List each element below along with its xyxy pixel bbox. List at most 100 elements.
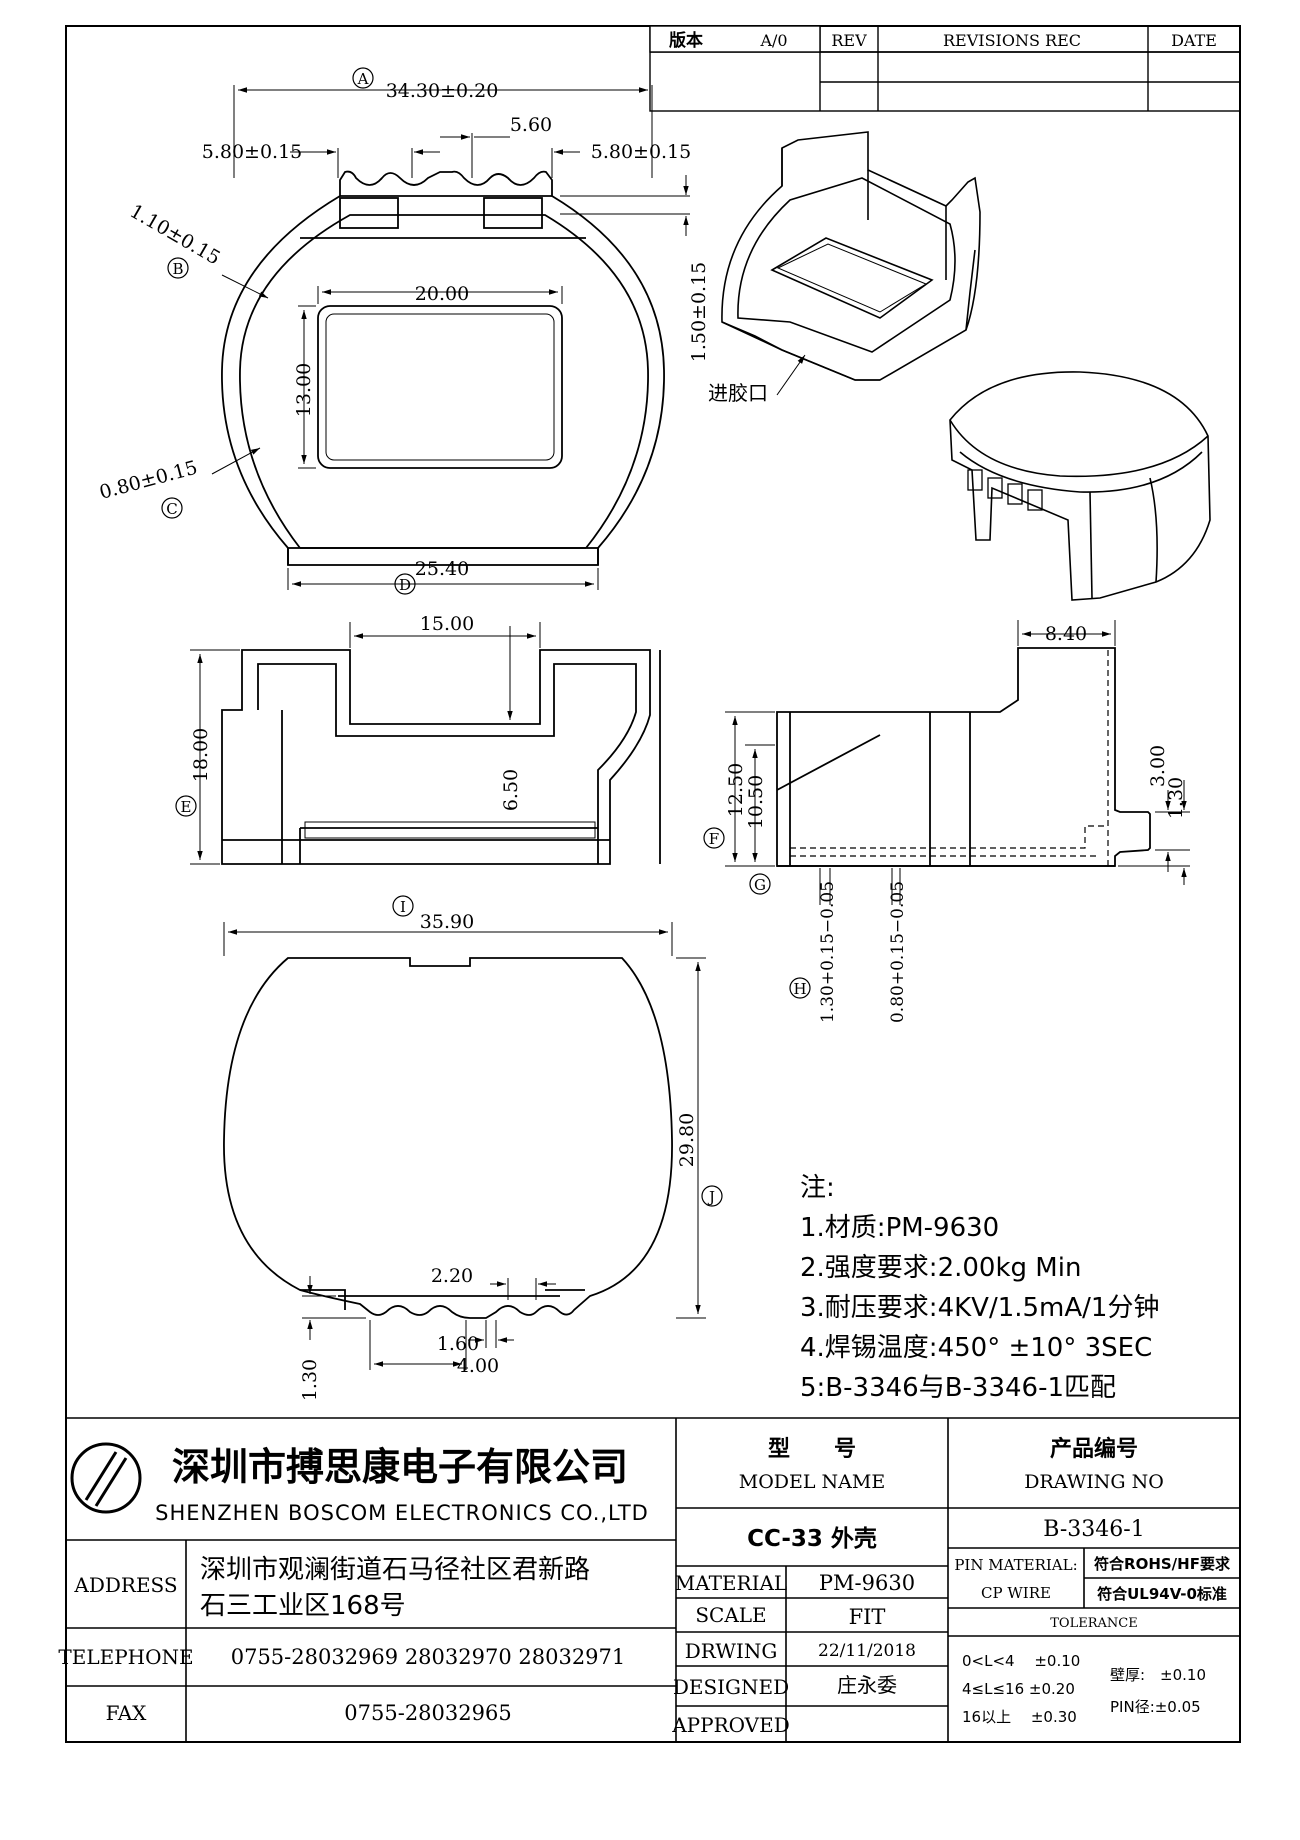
callout-circle-a — [352, 67, 374, 89]
rohs-compliance: 符合ROHS/HF要求 — [1094, 1555, 1231, 1573]
dim-a-left: 5.80±0.15 — [202, 141, 303, 163]
dim-side-10: 10.50 — [745, 775, 767, 829]
company-name-cn: 深圳市搏思康电子有限公司 — [172, 1445, 628, 1489]
company-name-en: SHENZHEN BOSCOM ELECTRONICS CO.,LTD — [155, 1501, 649, 1525]
callout-a-letter: A — [357, 70, 369, 88]
drwing-value: 22/11/2018 — [818, 1641, 916, 1661]
callout-h-letter: H — [793, 980, 806, 998]
dim-bottom-40: 4.00 — [457, 1355, 499, 1377]
gate-label: 进胶口 — [708, 381, 768, 405]
company-logo-icon — [70, 1442, 142, 1514]
dim-side-3: 3.00 — [1147, 745, 1169, 787]
title-block — [66, 1417, 1240, 1742]
dim-a-value: 34.30±0.20 — [386, 80, 499, 102]
note-1: 1.材质:PM-9630 — [800, 1213, 999, 1243]
dim-side-top: 8.40 — [1045, 623, 1087, 645]
dim-h-b: 0.80+0.15−0.05 — [888, 881, 908, 1023]
material-label: MATERIAL — [675, 1571, 787, 1595]
dim-d-value: 25.40 — [415, 558, 469, 580]
callout-circle-i — [392, 895, 414, 917]
dim-i-value: 35.90 — [420, 911, 474, 933]
callout-circle-e — [175, 795, 197, 817]
dim-height-1: 1.50±0.15 — [688, 262, 710, 363]
callout-circle-h — [789, 977, 811, 999]
dim-side-12: 12.50 — [725, 763, 747, 817]
scale-value: FIT — [849, 1605, 886, 1629]
pin-material-value: CP WIRE — [981, 1584, 1051, 1602]
dim-window-w: 20.00 — [415, 283, 469, 305]
notes-title: 注: — [800, 1173, 835, 1203]
version-label: 版本 — [669, 30, 703, 51]
dim-side-13: 1.30 — [1165, 777, 1187, 819]
tolerance-label: TOLERANCE — [1050, 1616, 1137, 1631]
tolerance-row-2: 4≤L≤16 ±0.20 — [962, 1680, 1075, 1698]
dim-bottom-13: 1.30 — [299, 1359, 321, 1401]
dim-a-right: 5.80±0.15 — [591, 141, 692, 163]
note-2: 2.强度要求:2.00kg Min — [800, 1253, 1081, 1283]
bottom-view-dims — [223, 922, 706, 1370]
drwing-label: DRWING — [685, 1639, 778, 1663]
telephone-value: 0755-28032969 28032970 28032971 — [231, 1645, 626, 1669]
designed-label: DESIGNED — [673, 1675, 789, 1699]
pin-tolerance: PIN径:±0.05 — [1110, 1698, 1201, 1716]
callout-circle-f — [703, 827, 725, 849]
telephone-label: TELEPHONE — [58, 1645, 193, 1669]
fax-value: 0755-28032965 — [344, 1701, 511, 1725]
address-label: ADDRESS — [73, 1573, 177, 1597]
note-4: 4.焊锡温度:450° ±10° 3SEC — [800, 1333, 1152, 1363]
note-5: 5:B-3346与B-3346-1匹配 — [800, 1373, 1116, 1403]
ul-compliance: 符合UL94V-0标准 — [1097, 1585, 1227, 1603]
front-view — [221, 649, 661, 865]
callout-b-letter: B — [172, 260, 183, 278]
gate-pointer — [776, 354, 806, 396]
model-label-en: MODEL NAME — [739, 1471, 885, 1493]
version-value: A/0 — [759, 31, 787, 50]
tolerance-row-1: 0<L<4 ±0.10 — [962, 1652, 1080, 1670]
callout-i-letter: I — [400, 898, 406, 916]
callout-circle-d — [394, 573, 416, 595]
dim-a-mid: 5.60 — [510, 114, 552, 136]
date-label: DATE — [1171, 31, 1217, 50]
dim-e-value: 18.00 — [190, 728, 212, 782]
bottom-view — [223, 957, 673, 1319]
drawing-label-en: DRAWING NO — [1024, 1471, 1164, 1493]
scale-label: SCALE — [695, 1603, 766, 1627]
callout-d-letter: D — [399, 576, 411, 594]
approved-label: APPROVED — [671, 1713, 790, 1737]
callout-circle-c — [161, 497, 183, 519]
iso-view-1 — [721, 131, 981, 381]
dim-j-value: 29.80 — [676, 1113, 698, 1167]
rev-label: REV — [831, 31, 867, 50]
front-view-dims — [190, 622, 541, 865]
dim-h-a: 1.30+0.15−0.05 — [818, 881, 838, 1023]
callout-circle-b — [167, 257, 189, 279]
notes-block: 注: 1.材质:PM-9630 2.强度要求:2.00kg Min 3.耐压要求… — [800, 1173, 1159, 1403]
dim-front-slot: 6.50 — [500, 769, 522, 811]
callout-circle-j — [701, 1185, 723, 1207]
model-label-cn: 型 号 — [768, 1437, 856, 1462]
callout-g-letter: G — [754, 876, 766, 894]
callout-c-letter: C — [166, 500, 177, 518]
address-line-2: 石三工业区168号 — [200, 1591, 406, 1621]
designed-value: 庄永委 — [837, 1673, 897, 1697]
fax-label: FAX — [106, 1701, 148, 1725]
revisions-label: REVISIONS REC — [943, 31, 1081, 50]
dim-bottom-16: 1.60 — [437, 1333, 479, 1355]
side-view — [776, 647, 1151, 867]
dim-window-h: 13.00 — [293, 363, 315, 417]
wall-tolerance: 壁厚: ±0.10 — [1110, 1666, 1206, 1684]
dim-front-top: 15.00 — [420, 613, 474, 635]
iso-view-2 — [949, 371, 1211, 601]
callout-e-letter: E — [181, 798, 192, 816]
callout-f-letter: F — [709, 830, 719, 848]
top-view-dims — [211, 85, 690, 590]
side-view-dims — [725, 620, 1190, 905]
callout-circle-g — [749, 873, 771, 895]
address-line-1: 深圳市观澜街道石马径社区君新路 — [200, 1555, 590, 1585]
dim-c-value: 0.80±0.15 — [97, 457, 200, 504]
drawing-label-cn: 产品编号 — [1050, 1436, 1138, 1462]
model-value: CC-33 外壳 — [747, 1525, 877, 1552]
dim-bottom-22: 2.20 — [431, 1265, 473, 1287]
material-value: PM-9630 — [819, 1571, 915, 1595]
